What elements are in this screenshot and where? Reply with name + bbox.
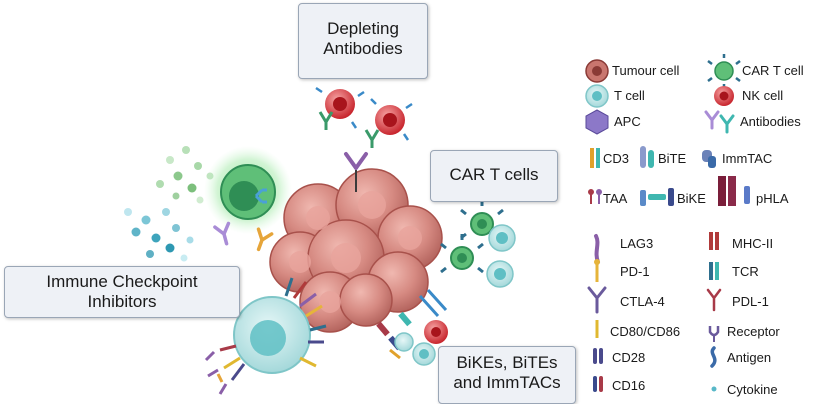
car-t-cell-right-top xyxy=(460,200,504,240)
legend-label-cd80-cd86: CD80/CD86 xyxy=(610,324,681,339)
bite-icon xyxy=(640,146,654,168)
antibodies-icon xyxy=(704,110,735,134)
tcr-icon xyxy=(709,262,719,280)
callout-icb-line1: Immune Checkpoint xyxy=(46,272,198,291)
taa-icon xyxy=(588,189,602,204)
receptor-icon xyxy=(708,326,720,342)
car-t-cell-glowing xyxy=(204,146,292,234)
legend-icons xyxy=(585,54,750,392)
car-t-cell-right-bottom xyxy=(440,234,484,274)
callout-bikes-bites-immtacs: BiKEs, BiTEs and ImmTACs xyxy=(438,346,576,404)
legend-label-bike: BiKE xyxy=(677,191,706,206)
car-t-cell-icon xyxy=(714,61,734,81)
legend-label-lag3: LAG3 xyxy=(620,236,654,251)
legend-label-apc: APC xyxy=(614,114,641,129)
checkpoint-receptors xyxy=(204,277,327,395)
t-cell-right-2 xyxy=(486,260,514,288)
cytokine-cloud xyxy=(124,146,214,262)
phla-icon xyxy=(718,176,750,206)
cytokine-icon xyxy=(711,386,717,392)
callout-icb-line2: Inhibitors xyxy=(87,292,157,311)
apc-icon xyxy=(585,109,609,135)
bike-icon xyxy=(640,188,674,206)
ctla4-icon xyxy=(587,286,607,314)
legend-label-mhc2: MHC-II xyxy=(732,236,774,251)
legend-label-ctla4: CTLA-4 xyxy=(620,294,665,309)
legend-label-pd1: PD-1 xyxy=(620,264,650,279)
callout-car-t-line1: CAR T cells xyxy=(449,165,539,184)
cd28-icon xyxy=(593,348,603,364)
tumour-antibody-top xyxy=(344,152,368,192)
legend-label-receptor: Receptor xyxy=(727,324,780,339)
lag3-icon xyxy=(594,234,600,264)
callout-bikes-line2: and ImmTACs xyxy=(453,373,561,392)
legend-label-bite: BiTE xyxy=(658,151,687,166)
legend-label-car-t-cell: CAR T cell xyxy=(742,63,804,78)
pdl1-icon xyxy=(706,288,722,312)
legend-label-immtac: ImmTAC xyxy=(722,151,773,166)
legend-label-nk-cell: NK cell xyxy=(742,88,784,103)
callout-depleting-antibodies: Depleting Antibodies xyxy=(298,3,428,79)
pd1-icon xyxy=(594,259,600,282)
tumour-mass xyxy=(269,168,443,333)
legend-label-tcr: TCR xyxy=(732,264,759,279)
legend-label-cd28: CD28 xyxy=(612,350,646,365)
legend-label-t-cell: T cell xyxy=(614,88,645,103)
legend-label-phla: pHLA xyxy=(756,191,789,206)
antigen-icon xyxy=(710,346,717,368)
cd3-icon xyxy=(590,148,600,168)
t-cell-right-1 xyxy=(488,224,516,252)
free-antibodies xyxy=(213,221,274,252)
legend-label-cd16: CD16 xyxy=(612,378,646,393)
callout-car-t-cells: CAR T cells xyxy=(430,150,558,202)
legend-label-tumour-cell: Tumour cell xyxy=(612,63,680,78)
legend-label-antibodies: Antibodies xyxy=(740,114,801,129)
legend-label-cytokine: Cytokine xyxy=(727,382,778,397)
nk-cell-top-left xyxy=(315,86,365,130)
t-cell-large xyxy=(233,296,311,374)
mhc2-icon xyxy=(709,232,719,250)
legend-label-cd3: CD3 xyxy=(603,151,630,166)
callout-depleting-line1: Depleting xyxy=(327,19,399,38)
nk-cell-top-right xyxy=(364,98,413,148)
engager-region xyxy=(376,288,448,366)
callout-immune-checkpoint-inhibitors: Immune Checkpoint Inhibitors xyxy=(4,266,240,318)
legend-label-pdl1: PDL-1 xyxy=(732,294,769,309)
callout-bikes-line1: BiKEs, BiTEs xyxy=(456,353,558,372)
legend-label-taa: TAA xyxy=(603,191,628,206)
legend-label-antigen: Antigen xyxy=(727,350,772,365)
cd16-icon xyxy=(593,376,603,392)
callout-depleting-line2: Antibodies xyxy=(323,39,403,58)
immtac-icon xyxy=(702,150,716,168)
